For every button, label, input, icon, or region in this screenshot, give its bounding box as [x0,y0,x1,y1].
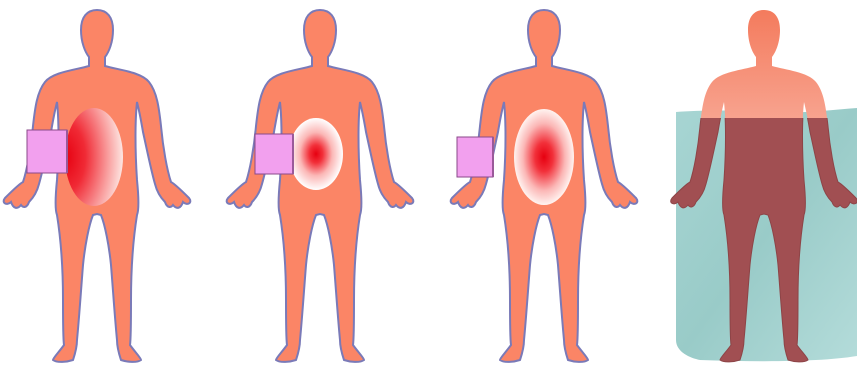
applicator-2 [255,134,293,174]
applicator-1 [27,130,67,173]
panel-1-surface-heating [4,10,191,362]
heating-zone-1 [65,108,123,206]
panel-4-whole-body-immersion [671,10,857,362]
panel-2-small-focused-heating [227,10,414,362]
heating-zone-2 [289,118,343,190]
panel-3-large-focused-heating [451,10,638,362]
applicator-3 [457,137,493,177]
heating-zone-3 [514,109,574,205]
